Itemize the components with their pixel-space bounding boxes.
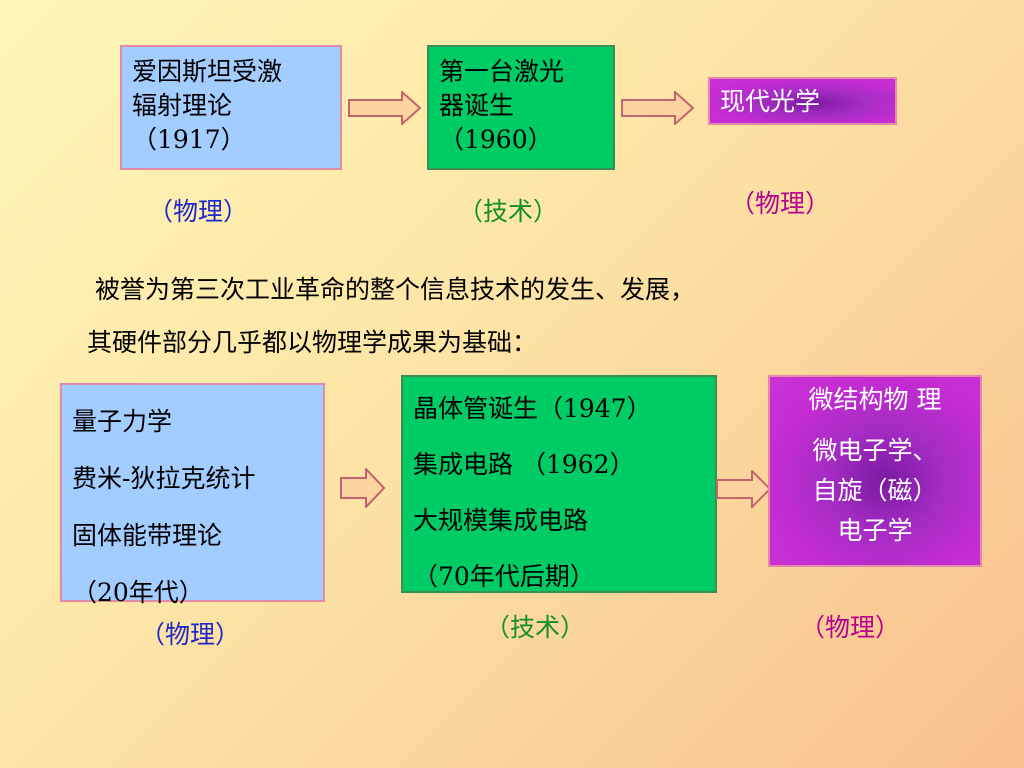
modern-optics-box: 现代光学 <box>708 77 897 125</box>
quantum-line-2: 费米-狄拉克统计 <box>72 464 256 493</box>
top-caption-physics-1: （物理） <box>148 197 249 226</box>
electronics-line-4: （70年代后期） <box>413 562 595 591</box>
electronics-line-2: 集成电路 （1962） <box>413 450 635 479</box>
quantum-line-4: （20年代） <box>72 578 204 607</box>
microstructure-line-1: 微结构物 理 <box>808 385 942 414</box>
paragraph-line-2: 其硬件部分几乎都以物理学成果为基础： <box>87 328 538 357</box>
electronics-tech-box: 晶体管诞生（1947） 集成电路 （1962） 大规模集成电路 （70年代后期） <box>401 375 717 593</box>
quantum-physics-box: 量子力学 费米-狄拉克统计 固体能带理论 （20年代） <box>60 383 325 607</box>
first-laser-line-3: （1960） <box>439 125 553 154</box>
top-caption-technology: （技术） <box>458 197 559 226</box>
first-laser-line-1: 第一台激光 <box>439 57 565 86</box>
electronics-line-3: 大规模集成电路 <box>413 506 589 535</box>
microstructure-line-4: 电子学 <box>837 516 913 545</box>
einstein-theory-line-2: 辐射理论 <box>132 91 233 120</box>
microstructure-line-2: 微电子学、 <box>812 436 938 465</box>
bottom-caption-technology: （技术） <box>485 613 586 642</box>
microstructure-line-3: 自旋（磁） <box>812 476 938 505</box>
top-arrow-1-icon <box>348 91 422 125</box>
quantum-line-1: 量子力学 <box>72 407 173 436</box>
bottom-arrow-1-icon <box>340 468 386 508</box>
quantum-line-3: 固体能带理论 <box>72 521 223 550</box>
einstein-theory-box: 爱因斯坦受激 辐射理论 （1917） <box>120 45 342 170</box>
paragraph-line-1: 被誉为第三次工业革命的整个信息技术的发生、发展， <box>95 275 696 304</box>
top-arrow-2-icon <box>621 91 695 125</box>
modern-optics-label: 现代光学 <box>720 87 821 116</box>
bottom-arrow-2-icon <box>716 470 772 508</box>
electronics-line-1: 晶体管诞生（1947） <box>413 394 652 423</box>
top-caption-physics-2: （物理） <box>730 189 831 218</box>
first-laser-line-2: 器诞生 <box>439 91 515 120</box>
bottom-caption-physics-2: （物理） <box>800 613 901 642</box>
first-laser-box: 第一台激光 器诞生 （1960） <box>427 45 615 170</box>
einstein-theory-line-3: （1917） <box>132 125 246 154</box>
einstein-theory-line-1: 爱因斯坦受激 <box>132 57 283 86</box>
microstructure-physics-box: 微结构物 理 微电子学、 自旋（磁） 电子学 <box>768 375 982 567</box>
bottom-caption-physics-1: （物理） <box>140 620 241 649</box>
